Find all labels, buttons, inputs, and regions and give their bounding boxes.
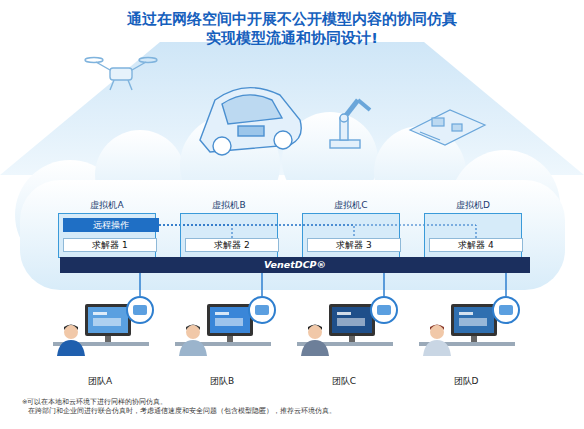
person-hair	[308, 325, 322, 331]
vm-label: 虚拟机D	[425, 199, 521, 212]
monitor-stand	[471, 336, 477, 342]
person-body	[423, 340, 451, 356]
person-hair	[186, 325, 200, 331]
team-label: 团队D	[411, 375, 521, 388]
screen-detail	[93, 318, 121, 326]
monitor-stand	[349, 336, 355, 342]
monitor-stand	[227, 336, 233, 342]
connector	[159, 225, 476, 238]
monitor	[207, 304, 253, 336]
monitor-screen	[88, 307, 128, 333]
screen-detail	[337, 312, 351, 315]
solver-label: 求解器 3	[308, 239, 400, 251]
remote-node: 远程操作	[63, 218, 159, 232]
person-body	[179, 340, 207, 356]
person-head	[64, 325, 78, 339]
vm-box-fills	[58, 213, 522, 258]
vm-label: 虚拟机A	[59, 199, 155, 212]
monitor-screen	[454, 307, 494, 333]
model-icon	[499, 305, 513, 315]
team-node: 团队C	[289, 296, 399, 388]
screen-detail	[459, 312, 473, 315]
model-icon	[133, 305, 147, 315]
screen-detail	[93, 312, 107, 315]
team-label: 团队C	[289, 375, 399, 388]
solver-label: 求解器 4	[430, 239, 522, 251]
footnote: 在跨部门和企业间进行联合仿真时，考虑通信速度和安全问题（包含模型隐匿），推荐云环…	[28, 407, 336, 416]
screen-detail	[215, 312, 229, 315]
title: 通过在网络空间中开展不公开模型内容的协同仿真 实现模型流通和协同设计!	[92, 10, 492, 48]
circuit-board-icon	[410, 110, 485, 145]
model-icon	[255, 305, 269, 315]
monitor	[451, 304, 497, 336]
robot-arm-icon	[330, 100, 370, 148]
solver-label: 求解器 2	[186, 239, 278, 251]
person-body	[301, 340, 329, 356]
solver-node: 求解器 2	[185, 238, 279, 252]
screen-detail	[459, 318, 487, 326]
team-label: 团队A	[45, 375, 155, 388]
vm-node: 虚拟机A远程操作求解器 1	[58, 213, 156, 258]
vm-node: 虚拟机B求解器 2	[180, 213, 278, 258]
screen-detail	[215, 318, 243, 326]
bus-node: VenetDCP®	[60, 257, 530, 273]
person-hair	[64, 325, 78, 331]
monitor-stand	[105, 336, 111, 342]
team-illustration	[411, 296, 521, 376]
team-node: 团队A	[45, 296, 155, 388]
vm-node: 虚拟机C求解器 3	[302, 213, 400, 258]
team-node: 团队B	[167, 296, 277, 388]
team-illustration	[289, 296, 399, 376]
monitor	[329, 304, 375, 336]
screen-detail	[337, 318, 365, 326]
monitor-screen	[210, 307, 250, 333]
person-head	[308, 325, 322, 339]
solver-node: 求解器 1	[63, 238, 157, 252]
connector	[159, 225, 232, 238]
bus-label: VenetDCP®	[60, 257, 530, 273]
model-icon	[377, 305, 391, 315]
person-hair	[430, 325, 444, 331]
footnote: ※可以在本地和云环境下进行同样的协同仿真。	[22, 398, 167, 407]
cloud	[15, 112, 565, 290]
vm-label: 虚拟机C	[303, 199, 399, 212]
connector	[159, 225, 354, 238]
monitor	[85, 304, 131, 336]
person-body	[57, 340, 85, 356]
remote-label: 远程操作	[63, 218, 159, 232]
solver-node: 求解器 3	[307, 238, 401, 252]
model-badge	[249, 297, 275, 323]
solver-label: 求解器 1	[64, 239, 156, 251]
vm-label: 虚拟机B	[181, 199, 277, 212]
team-node: 团队D	[411, 296, 521, 388]
car-illustration	[200, 88, 301, 155]
model-badge	[127, 297, 153, 323]
person-head	[186, 325, 200, 339]
person-head	[430, 325, 444, 339]
monitor-screen	[332, 307, 372, 333]
team-illustration	[167, 296, 277, 376]
team-illustration	[45, 296, 155, 376]
team-label: 团队B	[167, 375, 277, 388]
solver-node: 求解器 4	[429, 238, 523, 252]
model-badge	[371, 297, 397, 323]
model-badge	[493, 297, 519, 323]
vm-node: 虚拟机D求解器 4	[424, 213, 522, 258]
drone-icon	[85, 58, 157, 91]
